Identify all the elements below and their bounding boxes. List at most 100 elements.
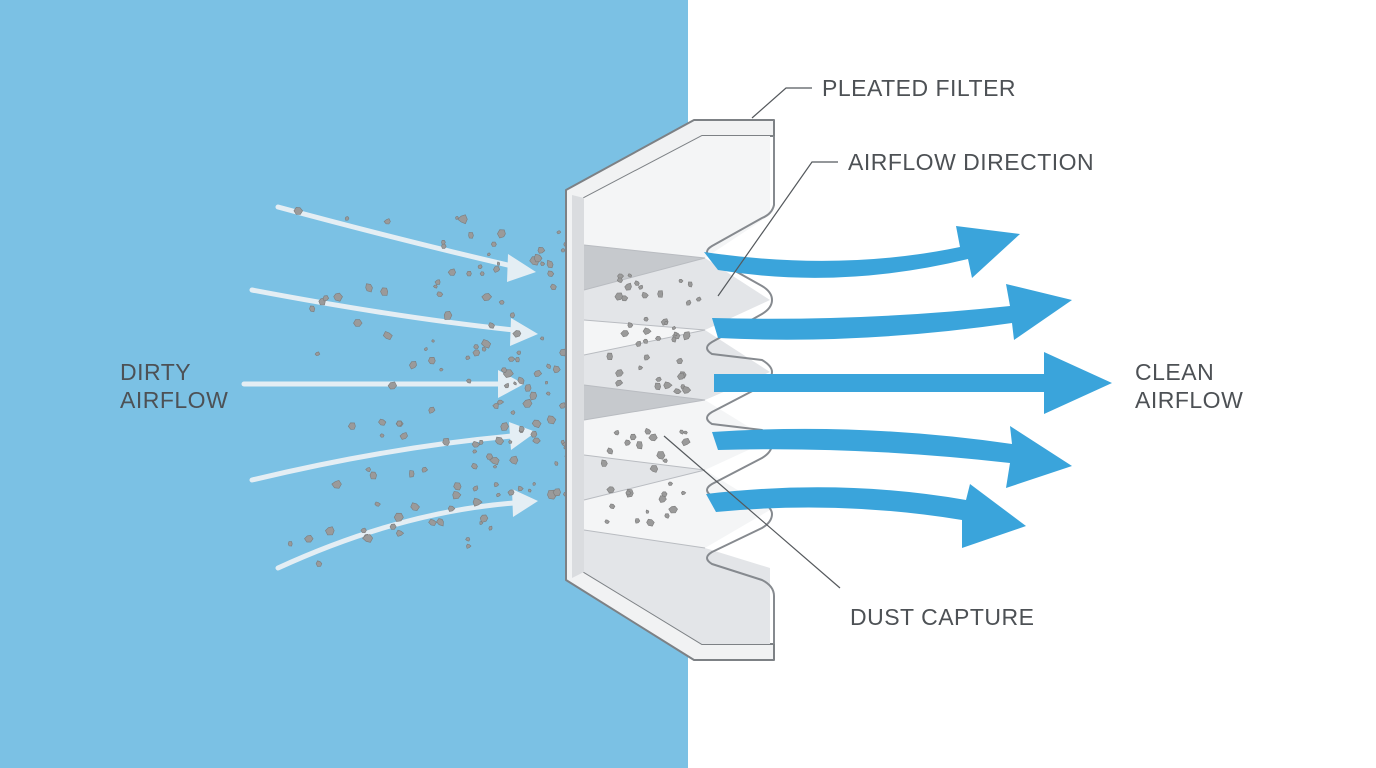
dust-particle: [374, 501, 381, 507]
dust-particle: [432, 284, 438, 289]
dust-particle: [661, 491, 668, 497]
dust-particle: [477, 264, 483, 270]
dust-particle: [624, 282, 632, 291]
dust-particle: [396, 420, 403, 427]
dust-particle: [609, 503, 616, 510]
dust-particle: [509, 455, 519, 465]
dust-particle: [434, 279, 441, 285]
dust-particle: [687, 281, 693, 288]
dust-particle: [488, 322, 495, 329]
dust-particle: [493, 482, 500, 488]
clean-airflow-label-line2: AIRFLOW: [1135, 387, 1243, 413]
dust-particle: [625, 490, 632, 496]
dust-particle: [606, 352, 613, 361]
dust-particle: [545, 391, 551, 396]
clean-airflow-arrows: [704, 226, 1112, 548]
dust-particle: [490, 241, 497, 247]
dust-particle: [643, 354, 651, 361]
clean-arrow: [704, 226, 1020, 278]
filter-frame-shadow: [572, 195, 584, 578]
dust-particle: [634, 280, 640, 286]
dust-particle: [654, 382, 662, 391]
dust-particle: [488, 525, 493, 531]
dust-particle: [641, 291, 649, 299]
dust-particle: [636, 441, 643, 450]
dust-particle: [389, 523, 397, 530]
dust-particle: [544, 380, 549, 385]
dust-particle: [436, 518, 444, 527]
dust-capture-label: DUST CAPTURE: [850, 604, 1035, 630]
captured-dust-particles: [600, 273, 702, 527]
dust-particle: [663, 381, 673, 390]
dust-particle: [347, 422, 356, 430]
dust-particle: [656, 451, 666, 460]
dirty-airflow-label-line1: DIRTY: [120, 359, 191, 385]
airflow-direction-label: AIRFLOW DIRECTION: [848, 149, 1094, 175]
dust-particle: [695, 296, 702, 302]
dust-particle: [409, 470, 415, 478]
dust-particle: [325, 526, 335, 536]
dust-particle: [465, 537, 471, 542]
dust-particle: [468, 232, 474, 239]
dust-particle: [673, 331, 678, 337]
dust-particle: [550, 283, 557, 290]
dust-particle: [673, 388, 682, 395]
dust-particle: [322, 295, 330, 302]
dust-particle: [472, 497, 483, 507]
dust-particle: [546, 415, 557, 425]
dust-particle: [382, 331, 393, 340]
clean-arrow: [714, 352, 1112, 414]
dust-particle: [472, 485, 479, 492]
dust-particle: [638, 284, 644, 290]
dust-particle: [362, 534, 374, 543]
dust-particle: [452, 491, 462, 500]
dust-particle: [532, 482, 536, 486]
dust-particle: [380, 287, 389, 296]
dust-particle: [421, 466, 429, 473]
dust-particle: [668, 505, 678, 514]
pleat-fold-lines: [583, 244, 706, 549]
dust-particle: [472, 349, 481, 357]
dust-particle: [331, 479, 342, 489]
dust-particle: [315, 560, 323, 567]
dust-particle: [399, 432, 408, 440]
dust-particle: [606, 447, 614, 455]
dust-particle: [492, 465, 498, 469]
dust-particle: [498, 300, 505, 305]
dust-particle: [439, 367, 444, 372]
filter-pleats: [584, 136, 770, 644]
dust-particle: [539, 336, 545, 341]
clean-arrow: [712, 284, 1072, 340]
dust-capture-leader: [663, 435, 841, 589]
dust-particle: [387, 381, 398, 390]
dust-particle: [620, 330, 630, 338]
dust-particle: [353, 319, 363, 327]
dust-particle: [466, 543, 472, 549]
pleated-filter-label: PLEATED FILTER: [822, 75, 1016, 101]
dirty-arrow: [275, 489, 538, 571]
dust-particle: [664, 513, 670, 519]
dust-particle: [614, 292, 624, 301]
dust-particle: [497, 399, 505, 405]
dust-particle: [479, 271, 485, 276]
dust-particle: [503, 382, 510, 389]
dust-particle: [677, 372, 685, 380]
dust-particle: [680, 490, 687, 496]
dust-particle: [510, 410, 516, 415]
dirty-airflow-label-line2: AIRFLOW: [120, 387, 228, 413]
dust-particle: [447, 505, 456, 512]
dust-particle: [560, 439, 565, 444]
dust-particle: [657, 290, 664, 298]
dust-particle: [559, 402, 566, 409]
dust-particle: [428, 406, 436, 414]
dust-particle: [443, 310, 453, 320]
dust-particle: [393, 512, 404, 522]
dust-particle: [441, 239, 446, 245]
dust-particle: [293, 207, 303, 215]
dust-particle: [496, 261, 501, 266]
clean-airflow-label-line1: CLEAN: [1135, 359, 1214, 385]
dust-particle: [431, 339, 435, 343]
dust-particle: [479, 521, 484, 525]
